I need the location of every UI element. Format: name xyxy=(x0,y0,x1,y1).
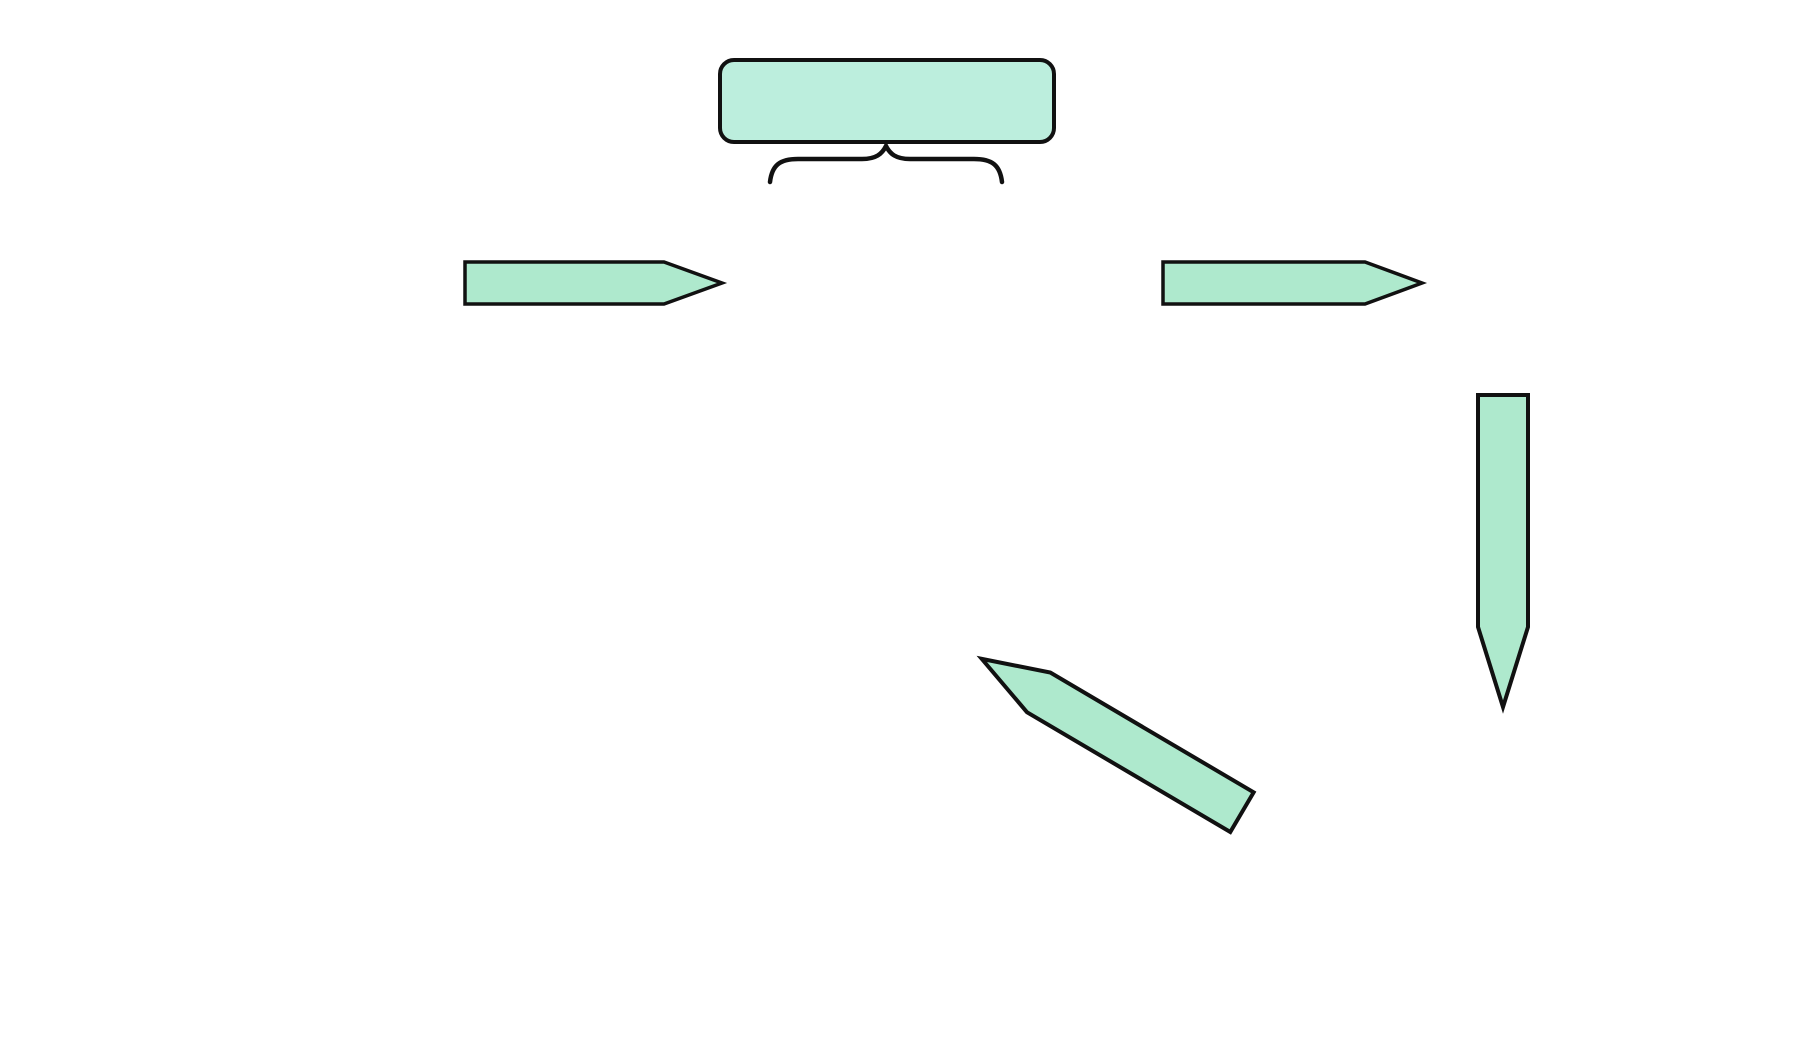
arrow-down-icon xyxy=(1476,393,1530,714)
mix-arrow-shape xyxy=(1161,260,1428,306)
ms1-arrow xyxy=(1475,392,1531,714)
ms2-spectrum-chart xyxy=(332,468,937,703)
reagent-list xyxy=(955,178,1145,368)
mix-arrow xyxy=(1160,252,1428,314)
arrow-right-icon xyxy=(463,260,728,306)
reporter-spectrum-plot xyxy=(105,755,650,995)
arrow-right-icon xyxy=(1161,260,1428,306)
ms2-arrow xyxy=(961,630,1260,840)
ms1-spectrum-plot xyxy=(1140,735,1740,985)
ms1-arrow-shape xyxy=(1476,393,1530,714)
ms2-arrow-shape xyxy=(976,655,1257,835)
ms1-spectrum-chart xyxy=(1140,735,1740,990)
brace-path xyxy=(767,140,1005,185)
brace-under-title xyxy=(767,140,1005,185)
digest-arrow xyxy=(462,252,730,314)
reporter-ion-chart xyxy=(105,755,650,995)
digest-arrow-label xyxy=(468,252,668,314)
arrow-upleft-icon xyxy=(976,655,1257,835)
peptide-labeling-title-box xyxy=(718,58,1056,144)
digest-arrow-shape xyxy=(463,260,728,306)
ms2-spectrum-plot xyxy=(332,468,937,703)
ms1-arrow-label xyxy=(1475,404,1531,619)
mix-arrow-label xyxy=(1166,252,1371,314)
